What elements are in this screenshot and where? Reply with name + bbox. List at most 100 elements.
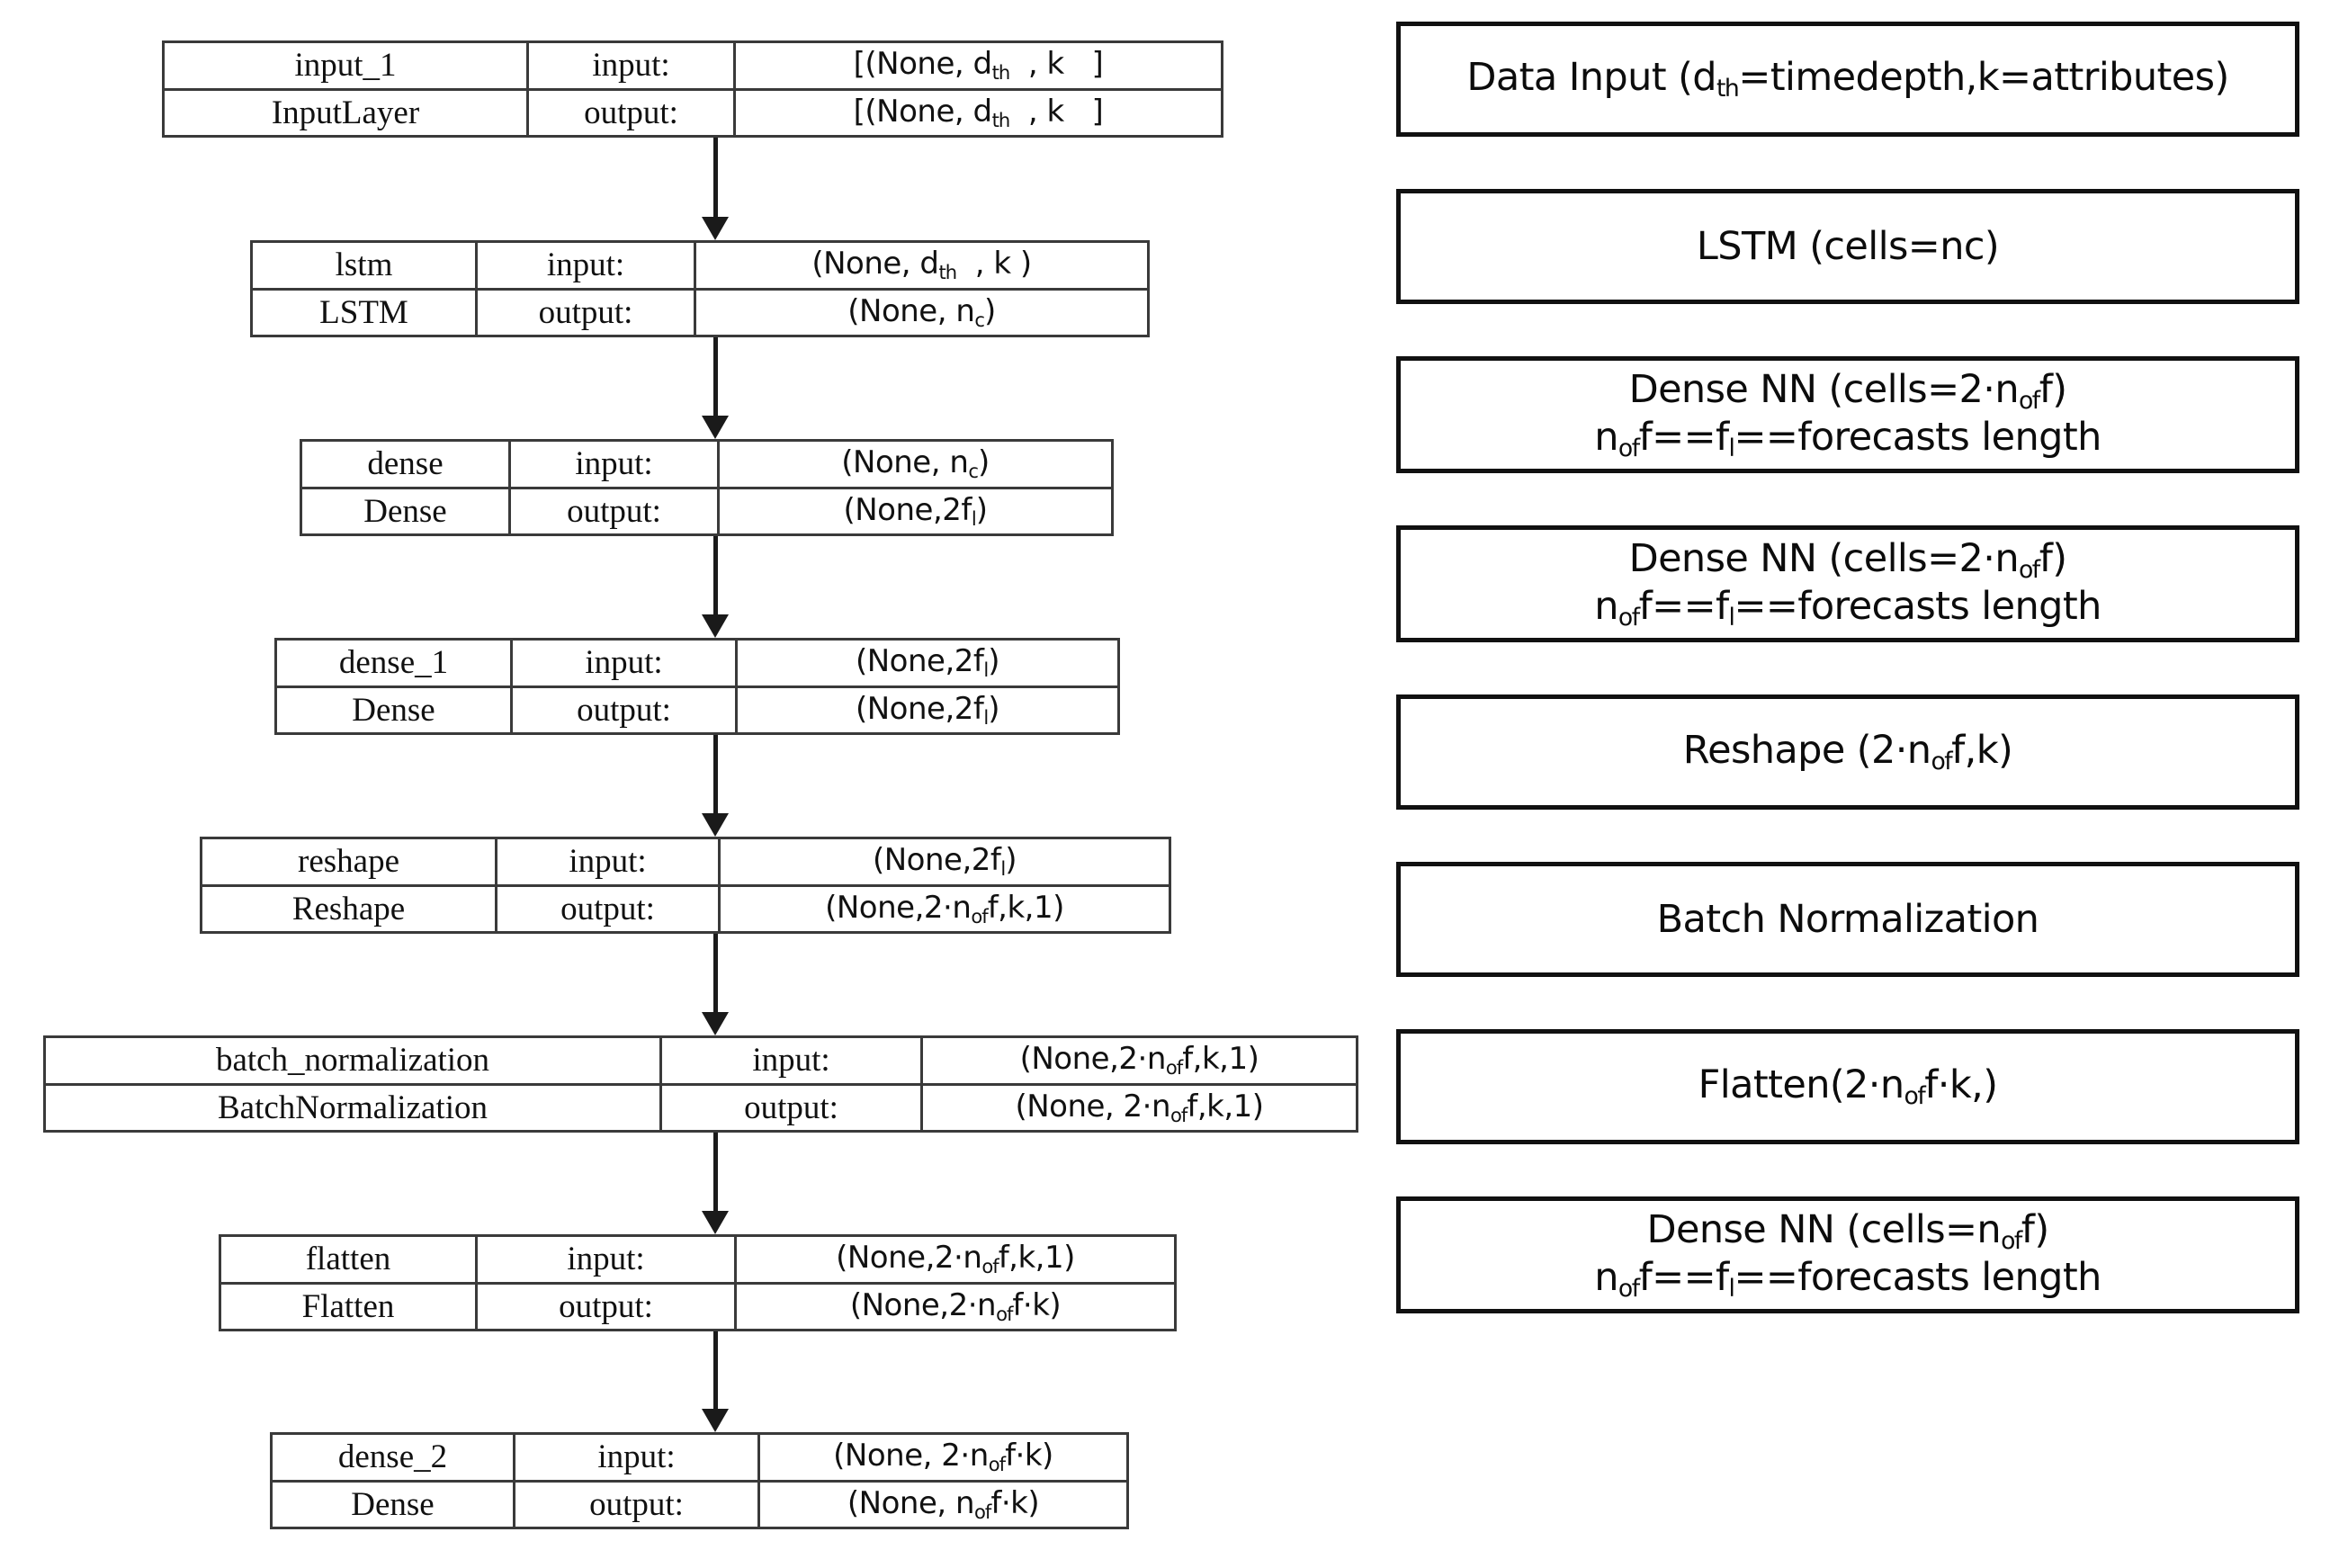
block-line-1: LSTM (cells=nc) [1696, 223, 2000, 269]
keras-node-input-shape: (None,2fl) [872, 842, 1017, 881]
keras-node-input-row: dense input: (None, nc) [302, 442, 1111, 489]
keras-node-input-row: input_1 input: [(None, dth , k ] [165, 43, 1221, 91]
keras-node-class: BatchNormalization [46, 1085, 662, 1130]
keras-node-class: LSTM [253, 290, 478, 335]
block-reshape[interactable]: Reshape (2·noff,k) [1396, 694, 2299, 810]
keras-node-output-label: output: [513, 687, 738, 732]
keras-node-input-shape: (None,2fl) [855, 643, 1000, 682]
keras-node-output-label: output: [662, 1085, 923, 1130]
keras-node-input-row: batch_normalization input: (None,2·noff,… [46, 1038, 1356, 1086]
keras-node-input-shape: [(None, dth , k ] [853, 46, 1104, 85]
block-line-2: noff==fl==forecasts length [1594, 415, 2101, 462]
keras-node-output-label: output: [529, 90, 736, 135]
keras-node-name: batch_normalization [46, 1038, 662, 1083]
keras-node-reshape[interactable]: reshape input: (None,2fl) Reshape output… [200, 837, 1171, 934]
arrow-input_1-to-lstm [702, 138, 729, 240]
keras-node-output-shape: [(None, dth , k ] [853, 93, 1104, 131]
keras-node-output-shape: (None,2·noff·k) [849, 1286, 1062, 1325]
keras-node-class: Dense [277, 687, 513, 732]
keras-node-name: reshape [202, 839, 497, 884]
keras-node-output-row: Dense output: (None, noff·k) [273, 1482, 1126, 1527]
keras-node-input-row: dense_2 input: (None, 2·noff·k) [273, 1435, 1126, 1483]
keras-node-batch_normalization[interactable]: batch_normalization input: (None,2·noff,… [43, 1035, 1358, 1133]
keras-node-output-label: output: [497, 886, 721, 931]
keras-node-output-shape: (None,2fl) [843, 491, 988, 530]
keras-node-flatten[interactable]: flatten input: (None,2·noff,k,1) Flatten… [219, 1234, 1177, 1331]
keras-node-input-row: flatten input: (None,2·noff,k,1) [221, 1237, 1174, 1285]
block-line-2: noff==fl==forecasts length [1594, 1255, 2101, 1303]
block-flatten[interactable]: Flatten(2·noff·k,) [1396, 1029, 2299, 1144]
keras-node-input-shape: (None,2·noff,k,1) [1019, 1041, 1259, 1080]
keras-node-class: InputLayer [165, 90, 529, 135]
keras-node-input-row: dense_1 input: (None,2fl) [277, 641, 1117, 688]
block-line-1: Batch Normalization [1656, 896, 2039, 942]
keras-node-lstm[interactable]: lstm input: (None, dth , k ) LSTM output… [250, 240, 1150, 337]
block-line-2: noff==fl==forecasts length [1594, 584, 2101, 632]
keras-node-output-shape: (None, noff·k) [847, 1484, 1040, 1523]
keras-node-output-label: output: [478, 290, 696, 335]
keras-node-input-label: input: [511, 442, 720, 487]
keras-node-input-row: lstm input: (None, dth , k ) [253, 243, 1147, 291]
keras-node-input-label: input: [515, 1435, 760, 1480]
keras-node-output-label: output: [511, 488, 720, 533]
keras-node-input-shape: (None, dth , k ) [811, 246, 1032, 284]
keras-node-input-shape: (None,2·noff,k,1) [836, 1240, 1075, 1278]
keras-node-input-label: input: [478, 1237, 737, 1282]
block-data-input[interactable]: Data Input (dth=timedepth,k=attributes) [1396, 22, 2299, 137]
keras-node-input-label: input: [478, 243, 696, 288]
arrow-flatten-to-dense_2 [702, 1331, 729, 1432]
keras-node-dense_2[interactable]: dense_2 input: (None, 2·noff·k) Dense ou… [270, 1432, 1129, 1529]
keras-node-dense_1[interactable]: dense_1 input: (None,2fl) Dense output: … [274, 638, 1120, 735]
block-line-1: Reshape (2·noff,k) [1682, 728, 2013, 776]
arrow-dense-to-dense_1 [702, 536, 729, 638]
block-line-1: Flatten(2·noff·k,) [1698, 1062, 1998, 1111]
keras-node-output-shape: (None,2·noff,k,1) [825, 889, 1064, 927]
block-dense-nn-3[interactable]: Dense NN (cells=noff) noff==fl==forecast… [1396, 1196, 2299, 1313]
keras-node-dense[interactable]: dense input: (None, nc) Dense output: (N… [300, 439, 1114, 536]
keras-model-graph: input_1 input: [(None, dth , k ] InputLa… [43, 40, 1358, 1529]
keras-node-input-shape: (None, nc) [841, 444, 990, 483]
keras-node-name: dense_1 [277, 641, 513, 685]
keras-node-name: dense [302, 442, 511, 487]
block-lstm[interactable]: LSTM (cells=nc) [1396, 189, 2299, 304]
keras-node-output-row: Dense output: (None,2fl) [302, 488, 1111, 533]
block-dense-nn-2[interactable]: Dense NN (cells=2·noff) noff==fl==foreca… [1396, 525, 2299, 642]
keras-node-output-row: LSTM output: (None, nc) [253, 290, 1147, 335]
block-line-1: Data Input (dth=timedepth,k=attributes) [1466, 55, 2229, 103]
keras-node-output-shape: (None, 2·noff,k,1) [1015, 1088, 1264, 1126]
arrow-reshape-to-batch_normalization [702, 934, 729, 1035]
keras-node-input_1[interactable]: input_1 input: [(None, dth , k ] InputLa… [162, 40, 1223, 138]
keras-node-input-label: input: [497, 839, 721, 884]
block-line-1: Dense NN (cells=2·noff) [1628, 535, 2067, 584]
keras-node-input-label: input: [529, 43, 736, 88]
keras-node-output-shape: (None, nc) [847, 292, 996, 331]
keras-node-output-row: Dense output: (None,2fl) [277, 687, 1117, 732]
keras-node-output-label: output: [515, 1482, 760, 1527]
keras-node-output-row: Reshape output: (None,2·noff,k,1) [202, 886, 1169, 931]
keras-node-name: flatten [221, 1237, 478, 1282]
block-batch-normalization[interactable]: Batch Normalization [1396, 862, 2299, 977]
keras-node-class: Dense [273, 1482, 515, 1527]
keras-node-input-label: input: [513, 641, 738, 685]
keras-node-name: lstm [253, 243, 478, 288]
block-diagram: Data Input (dth=timedepth,k=attributes) … [1396, 0, 2305, 1568]
keras-node-name: input_1 [165, 43, 529, 88]
arrow-lstm-to-dense [702, 337, 729, 439]
block-line-1: Dense NN (cells=noff) [1646, 1206, 2049, 1255]
keras-node-output-label: output: [478, 1284, 737, 1329]
keras-node-output-shape: (None,2fl) [855, 690, 1000, 729]
keras-node-input-label: input: [662, 1038, 923, 1083]
keras-node-input-shape: (None, 2·noff·k) [833, 1438, 1053, 1476]
keras-node-class: Reshape [202, 886, 497, 931]
arrow-batch_normalization-to-flatten [702, 1133, 729, 1234]
block-dense-nn-1[interactable]: Dense NN (cells=2·noff) noff==fl==foreca… [1396, 356, 2299, 473]
arrow-dense_1-to-reshape [702, 735, 729, 837]
keras-node-output-row: Flatten output: (None,2·noff·k) [221, 1284, 1174, 1329]
keras-node-class: Flatten [221, 1284, 478, 1329]
keras-node-name: dense_2 [273, 1435, 515, 1480]
keras-node-input-row: reshape input: (None,2fl) [202, 839, 1169, 887]
block-line-1: Dense NN (cells=2·noff) [1628, 366, 2067, 415]
keras-node-class: Dense [302, 488, 511, 533]
keras-node-output-row: InputLayer output: [(None, dth , k ] [165, 90, 1221, 135]
